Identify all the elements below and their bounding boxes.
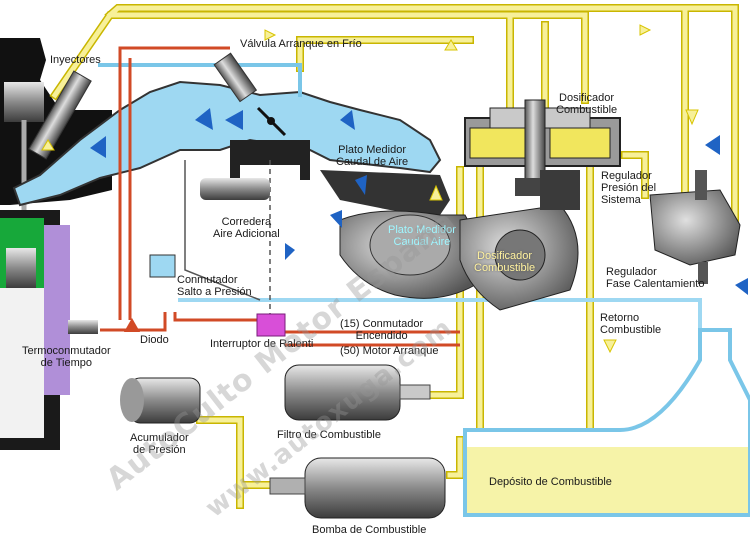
label-fuel-tank: Depósito de Combustible (489, 476, 612, 488)
diode (124, 318, 140, 332)
label-fuel-distributor-top: Dosificador Combustible (556, 92, 618, 116)
label-fuel-distributor-2: Dosificador Combustible (474, 250, 536, 274)
label-pressure-switch: Conmutador Salto a Presión (177, 274, 252, 298)
label-diode: Diodo (140, 334, 169, 346)
label-idle-switch: Interruptor de Ralenti (210, 338, 314, 350)
idle-switch (256, 313, 286, 337)
label-fuel-filter: Filtro de Combustible (277, 429, 381, 441)
injector (28, 70, 92, 160)
fuel-lines (49, 4, 739, 509)
label-thermo-time-switch: Termoconmutador de Tiempo (22, 345, 111, 369)
label-ignition-switch: (15) Conmutador Encendido (340, 318, 424, 342)
fuel-arrows (41, 24, 699, 354)
label-injectors: Inyectores (50, 54, 101, 66)
label-starter-motor: (50) Motor Arranque (340, 345, 439, 357)
fuel-pump (269, 457, 446, 519)
thermo-time-switch (68, 320, 98, 334)
label-fuel-pump: Bomba de Combustible (312, 524, 427, 536)
label-air-flow-plate-2: Plato Medidor Caudal Aire (388, 224, 456, 248)
air-flow-meter (320, 170, 580, 311)
label-auxiliary-air-slide: Corredera Aire Adicional (213, 216, 280, 240)
label-pressure-regulator: Regulador Presión del Sistema (601, 170, 657, 206)
label-pressure-accumulator: Acumulador de Presión (130, 432, 189, 456)
valve-spring (4, 82, 44, 122)
label-air-flow-plate: Plato Medidor Caudal de Aire (336, 144, 409, 168)
electrical-wiring (100, 46, 460, 347)
cold-start-valve (213, 52, 258, 103)
pressure-accumulator (120, 377, 201, 424)
air-arrows (90, 108, 748, 295)
label-fuel-return: Retorno Combustible (600, 312, 662, 336)
label-warm-up-regulator: Regulador Fase Calentamiento (606, 266, 705, 290)
fuel-filter (284, 364, 431, 421)
auxiliary-air-device (68, 178, 286, 337)
fuel-tank (463, 328, 750, 517)
label-cold-start-valve: Válvula Arranque en Frío (240, 38, 362, 50)
warm-up-regulator (649, 170, 741, 284)
